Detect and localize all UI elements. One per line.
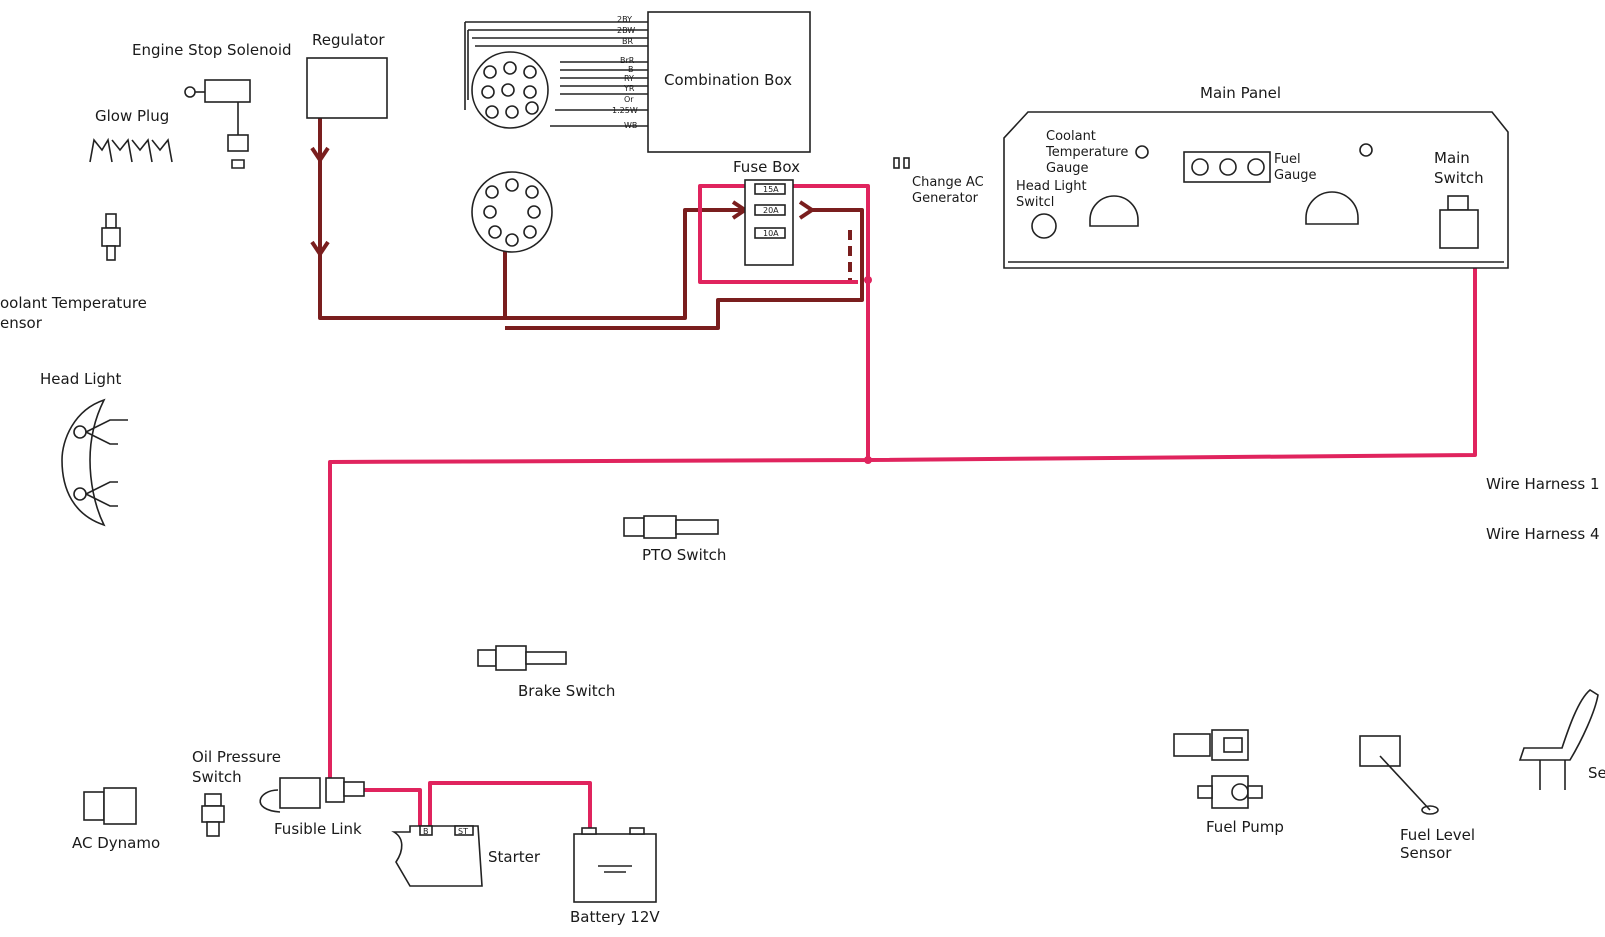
starter-label: Starter (488, 848, 541, 866)
fusible-link: Fusible Link (259, 777, 365, 838)
brake-switch: Brake Switch (477, 645, 615, 700)
power-wire-circuit (328, 184, 1477, 832)
fuel-gauge-label: Fuel (1274, 152, 1301, 167)
wire-code: B (628, 65, 634, 74)
regulator: Regulator (306, 31, 388, 119)
coolant-temp-sensor-label: oolant Temperature (0, 294, 147, 312)
wire-code: BR (622, 37, 633, 46)
wire-harness-4-label: Wire Harness 4 (1486, 525, 1600, 543)
head-light: Head Light (40, 370, 128, 527)
wire-code: 2BW (617, 26, 635, 35)
pto-switch: PTO Switch (623, 515, 726, 564)
coolant-temp-sensor-label-2: ensor (0, 314, 43, 332)
connector-round (471, 171, 553, 253)
coolant-gauge-label-3: Gauge (1046, 161, 1089, 176)
starter-terminal-b: B (423, 827, 429, 836)
wire-harness-1-label: Wire Harness 1 (1486, 475, 1600, 493)
glow-plug-label: Glow Plug (95, 107, 169, 125)
battery: Battery 12V (570, 827, 660, 926)
oil-pressure-label-2: Switch (192, 768, 242, 786)
seat-label: Sea (1588, 764, 1605, 782)
change-ac-generator: Change AC Generator (893, 157, 984, 206)
oil-pressure-label: Oil Pressure (192, 748, 281, 766)
combination-box-label: Combination Box (664, 71, 792, 89)
wire-code: YR (623, 84, 635, 93)
coolant-gauge-label-2: Temperature (1045, 145, 1128, 160)
head-light-label: Head Light (40, 370, 122, 388)
fuel-level-label: Fuel Level (1400, 826, 1475, 844)
regulator-label: Regulator (312, 31, 385, 49)
change-ac-label: Change AC (912, 175, 984, 190)
main-panel-label: Main Panel (1200, 84, 1281, 102)
fuse-box-label: Fuse Box (733, 158, 800, 176)
fuse-rating: 10A (763, 229, 779, 238)
wire-code: BrR (620, 56, 635, 65)
seat: Sea (1518, 689, 1605, 790)
fuel-level-sensor: Fuel Level Sensor (1359, 735, 1475, 862)
battery-label: Battery 12V (570, 908, 660, 926)
wire-code: 2BY (617, 15, 632, 24)
pto-switch-label: PTO Switch (642, 546, 726, 564)
wire-code: 1.25W (612, 106, 638, 115)
engine-stop-solenoid-label: Engine Stop Solenoid (132, 41, 292, 59)
starter: B ST Starter (391, 825, 541, 887)
oil-pressure-switch: Oil Pressure Switch (192, 748, 281, 837)
fuel-level-label-2: Sensor (1400, 844, 1452, 862)
fuel-pump: Fuel Pump (1173, 729, 1284, 836)
engine-stop-solenoid: Engine Stop Solenoid (132, 41, 292, 169)
starter-terminal-st: ST (458, 827, 468, 836)
ac-dynamo-label: AC Dynamo (72, 834, 160, 852)
fusible-link-label: Fusible Link (274, 820, 362, 838)
glow-plug: Glow Plug (89, 107, 173, 163)
main-switch-label-2: Switch (1434, 169, 1484, 187)
brake-switch-label: Brake Switch (518, 682, 615, 700)
combination-box: Combination Box 2BY 2BW BR BrR B RY YR O… (464, 11, 811, 153)
fuel-pump-label: Fuel Pump (1206, 818, 1284, 836)
fuse-rating: 15A (763, 185, 779, 194)
fuse-rating: 20A (763, 206, 779, 215)
wire-code: WB (624, 121, 637, 130)
fuel-gauge-label-2: Gauge (1274, 168, 1317, 183)
coolant-gauge-label: Coolant (1046, 129, 1096, 144)
head-light-switch-label: Head Light (1016, 179, 1087, 194)
wire-code: RY (624, 74, 634, 83)
coolant-temperature-sensor: oolant Temperature ensor (0, 213, 147, 332)
change-ac-label-2: Generator (912, 191, 979, 206)
main-panel: Main Panel Coolant Temperature Gauge Hea… (1003, 84, 1509, 269)
fuse-box: Fuse Box 15A 20A 10A (733, 158, 800, 266)
ac-dynamo: AC Dynamo (72, 787, 160, 852)
main-switch-label: Main (1434, 149, 1470, 167)
wire-code: Or (624, 95, 634, 104)
head-light-switch-label-2: Switcl (1016, 195, 1054, 210)
